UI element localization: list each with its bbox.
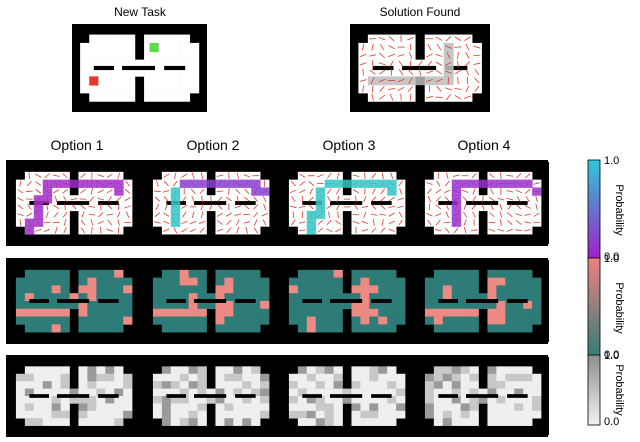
option-3-policy-map xyxy=(281,162,413,244)
new-task-map xyxy=(72,24,207,112)
colorbar-3-max: 1.0 xyxy=(604,350,619,362)
colorbar-2-max: 1.0 xyxy=(604,253,619,265)
option-2-path-secondary xyxy=(170,187,181,227)
colorbar-1-label: Probability xyxy=(613,184,625,236)
colorbar-1-min: 0.0 xyxy=(604,251,619,263)
solution-arrows xyxy=(359,35,481,101)
colorbar-1 xyxy=(587,159,601,261)
option-2-path xyxy=(179,179,270,196)
solution-found-title: Solution Found xyxy=(380,5,461,19)
option-1-policy-map xyxy=(8,162,140,244)
colorbar-2 xyxy=(587,257,601,359)
option-4-termination-map xyxy=(417,357,549,435)
option-4-path xyxy=(451,179,542,227)
option-1-path xyxy=(24,179,124,235)
option-4-arrows xyxy=(426,172,540,234)
option-2-label: Option 2 xyxy=(187,137,240,153)
solution-found-map xyxy=(350,24,490,112)
colorbar-1-max: 1.0 xyxy=(604,155,619,167)
colorbar-3 xyxy=(587,354,601,426)
option-1-initiation-map xyxy=(8,260,140,342)
colorbar-3-min: 0.0 xyxy=(604,416,619,428)
option-4-policy-map xyxy=(417,162,549,244)
new-task-title: New Task xyxy=(114,5,167,19)
colorbar-2-label: Probability xyxy=(613,282,625,334)
start-marker xyxy=(89,76,99,86)
goal-marker xyxy=(149,42,159,53)
option-2-initiation-map xyxy=(145,260,277,342)
option-1-termination-map xyxy=(8,357,140,435)
option-3-label: Option 3 xyxy=(323,137,376,153)
option-3-termination-map xyxy=(281,357,413,435)
option-3-initiation-map xyxy=(281,260,413,342)
colorbar-2-min: 0.0 xyxy=(604,349,619,361)
option-3-path xyxy=(306,179,397,235)
option-2-termination-map xyxy=(145,357,277,435)
colorbar-3-label: Probability xyxy=(613,364,625,416)
option-4-initiation-map xyxy=(417,260,549,342)
option-1-label: Option 1 xyxy=(51,137,104,153)
option-4-label: Option 4 xyxy=(458,137,511,153)
option-2-policy-map xyxy=(145,162,277,244)
